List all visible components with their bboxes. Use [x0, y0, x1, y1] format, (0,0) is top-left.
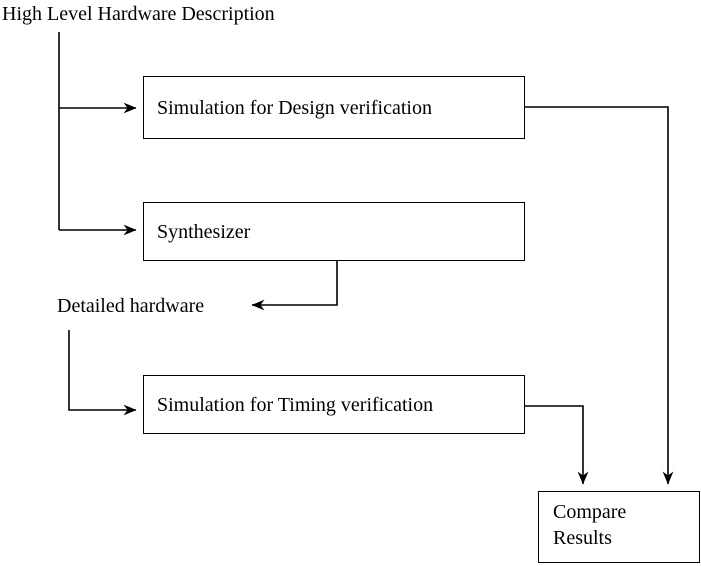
node-label: Simulation for Design verification — [157, 96, 432, 119]
high-level-hardware-description-label: High Level Hardware Description — [2, 3, 275, 25]
node-synthesizer[interactable]: Synthesizer — [143, 202, 525, 261]
detailed-hardware-label: Detailed hardware — [57, 295, 205, 317]
edge-detailed-hardware-to-sim-timing — [68, 330, 137, 416]
edge-sim-design-to-compare — [524, 106, 674, 485]
edge-sim-timing-to-compare — [524, 405, 589, 485]
node-label: Simulation for Timing verification — [157, 393, 434, 416]
node-compare-results[interactable]: Compare Results — [538, 491, 700, 563]
node-label: Compare Results — [553, 501, 627, 549]
node-simulation-for-design-verification[interactable]: Simulation for Design verification — [143, 76, 525, 139]
node-label: Synthesizer — [157, 220, 251, 243]
edge-synthesizer-to-detailed-hardware — [251, 261, 338, 311]
node-simulation-for-timing-verification[interactable]: Simulation for Timing verification — [143, 375, 525, 434]
